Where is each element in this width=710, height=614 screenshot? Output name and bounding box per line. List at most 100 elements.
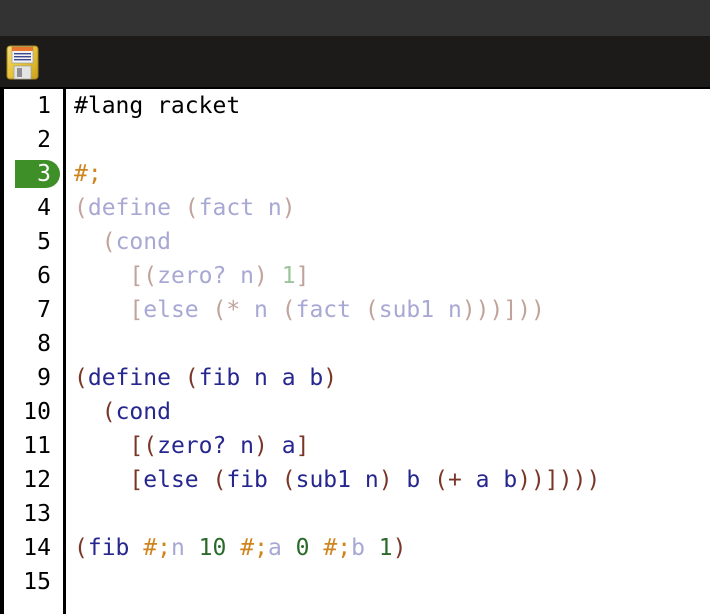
code-line[interactable]: 6 [(zero? n) 1]: [4, 259, 710, 293]
code-line[interactable]: 15: [4, 565, 710, 599]
code-token: fib: [226, 467, 282, 493]
line-number[interactable]: 14: [4, 531, 60, 565]
code-line[interactable]: 8: [4, 327, 710, 361]
line-number[interactable]: 10: [4, 395, 60, 429]
line-number-label: 13: [23, 501, 51, 527]
code-token: ): [323, 365, 338, 391]
code-token: [(: [129, 433, 158, 459]
code-token: ): [281, 195, 296, 221]
code-line[interactable]: 12 [else (fib (sub1 n) b (+ a b))]))): [4, 463, 710, 497]
code-token: sub1 n: [295, 467, 379, 493]
code-token: [74, 263, 129, 289]
code-text[interactable]: #lang racket: [74, 89, 240, 123]
code-line[interactable]: 2: [4, 123, 710, 157]
code-token: n: [170, 535, 185, 561]
code-token: fib n a b: [198, 365, 324, 391]
code-token: a: [281, 433, 296, 459]
code-token: [185, 535, 199, 561]
code-token: fact: [295, 297, 365, 323]
code-line[interactable]: 10 (cond: [4, 395, 710, 429]
code-token: cond: [115, 229, 171, 255]
code-line[interactable]: 1 #lang racket: [4, 89, 710, 123]
line-number-label: 4: [37, 195, 51, 221]
line-number[interactable]: 11: [4, 429, 60, 463]
code-token: [310, 535, 324, 561]
line-number[interactable]: 15: [4, 565, 60, 599]
line-number[interactable]: 5: [4, 225, 60, 259]
code-token: (*: [212, 297, 255, 323]
code-text[interactable]: [else (* n (fact (sub1 n)))])): [74, 293, 559, 327]
code-text[interactable]: (cond: [74, 395, 171, 429]
line-number-label: 1: [37, 93, 51, 119]
code-text[interactable]: (define (fact n): [74, 191, 296, 225]
code-line[interactable]: 3 #;: [4, 157, 710, 191]
code-token: [74, 297, 129, 323]
floppy-disk-save-icon[interactable]: [6, 44, 40, 80]
code-text[interactable]: (cond: [74, 225, 171, 259]
code-line[interactable]: 11 [(zero? n) a]: [4, 429, 710, 463]
code-token: )))])): [461, 297, 559, 323]
code-token: (: [74, 365, 88, 391]
code-token: else: [143, 297, 213, 323]
line-number[interactable]: 6: [4, 259, 60, 293]
code-token: #;: [240, 535, 268, 561]
code-token: 1: [281, 263, 296, 289]
code-token: #;: [74, 161, 102, 187]
code-text[interactable]: (define (fib n a b): [74, 361, 337, 395]
line-number-label: 6: [37, 263, 51, 289]
line-number[interactable]: 9: [4, 361, 60, 395]
code-token: (: [101, 399, 116, 425]
gutter-separator: [63, 89, 66, 614]
code-token: ): [392, 535, 407, 561]
code-token: b: [406, 467, 435, 493]
window-titlebar: [0, 0, 710, 36]
code-text[interactable]: [(zero? n) a]: [74, 429, 309, 463]
line-number-label: 14: [23, 535, 51, 561]
line-number[interactable]: 8: [4, 327, 60, 361]
code-token: fib: [87, 535, 144, 561]
code-line[interactable]: 13: [4, 497, 710, 531]
code-token: (+: [434, 467, 476, 493]
code-token: [: [129, 467, 144, 493]
code-line[interactable]: 9 (define (fib n a b): [4, 361, 710, 395]
code-token: (: [184, 365, 199, 391]
code-token: ): [378, 467, 407, 493]
line-number-label: 9: [37, 365, 51, 391]
code-token: (: [184, 195, 199, 221]
code-text[interactable]: [else (fib (sub1 n) b (+ a b))]))): [74, 463, 600, 497]
code-token: 0: [295, 535, 310, 561]
code-token: ]: [295, 263, 310, 289]
code-text[interactable]: (fib #;n 10 #;a 0 #;b 1): [74, 531, 407, 565]
code-line[interactable]: 4 (define (fact n): [4, 191, 710, 225]
code-token: [74, 399, 102, 425]
code-token: (: [281, 297, 296, 323]
line-number[interactable]: 13: [4, 497, 60, 531]
line-number[interactable]: 2: [4, 123, 60, 157]
code-token: ): [254, 433, 282, 459]
code-token: a b: [475, 467, 518, 493]
code-token: [74, 433, 129, 459]
line-number-label: 15: [23, 569, 51, 595]
code-line[interactable]: 7 [else (* n (fact (sub1 n)))])): [4, 293, 710, 327]
code-token: [(: [129, 263, 158, 289]
line-number-label: 10: [23, 399, 51, 425]
code-text[interactable]: [(zero? n) 1]: [74, 259, 309, 293]
code-line[interactable]: 5 (cond: [4, 225, 710, 259]
line-number[interactable]: 4: [4, 191, 60, 225]
code-token: n: [254, 297, 282, 323]
code-token: [282, 535, 296, 561]
code-token: [226, 535, 240, 561]
line-number[interactable]: 1: [4, 89, 60, 123]
line-number[interactable]: 7: [4, 293, 60, 327]
code-line[interactable]: 14(fib #;n 10 #;a 0 #;b 1): [4, 531, 710, 565]
line-number-active[interactable]: 3: [4, 157, 60, 191]
code-text[interactable]: #;: [74, 157, 102, 191]
code-token: b: [351, 535, 365, 561]
code-token: (: [101, 229, 116, 255]
line-number[interactable]: 12: [4, 463, 60, 497]
line-number-label: 12: [23, 467, 51, 493]
code-token: zero? n: [157, 433, 255, 459]
